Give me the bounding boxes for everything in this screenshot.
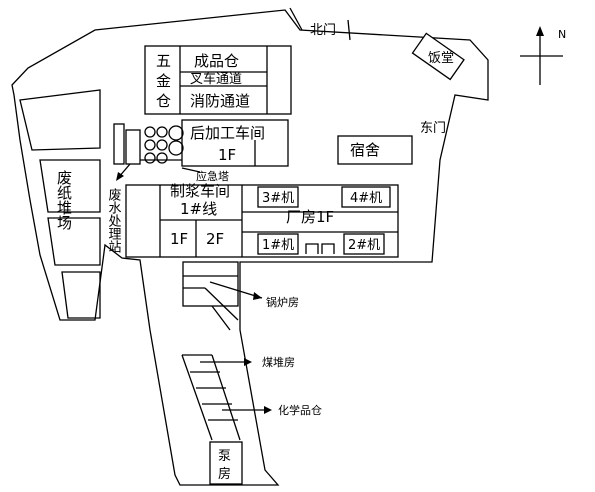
hardware-label-2: 金 bbox=[156, 72, 171, 90]
boiler-arrow bbox=[209, 281, 263, 299]
boiler-house bbox=[182, 261, 239, 331]
waste-paper-label: 废纸堆场 bbox=[55, 170, 73, 231]
machine-1-box bbox=[257, 233, 299, 255]
machine-4-label: 4#机 bbox=[350, 191, 382, 206]
east-gate-label: 东门 bbox=[420, 121, 446, 136]
wastewater-arrowhead bbox=[116, 172, 124, 181]
finished-goods-label: 成品仓 bbox=[194, 52, 239, 70]
canteen-label: 饭堂 bbox=[428, 51, 454, 66]
machine-2-box bbox=[343, 233, 385, 255]
boiler-label: 锅炉房 bbox=[266, 296, 299, 309]
hardware-label-3: 仓 bbox=[156, 92, 171, 110]
pump-label-1: 泵 bbox=[218, 449, 231, 464]
emergency-tower-label: 应急塔 bbox=[196, 169, 229, 183]
factory-label: 厂房1F bbox=[286, 208, 334, 226]
coal-label: 煤堆房 bbox=[262, 356, 295, 369]
compass-n-label: N bbox=[558, 28, 566, 41]
coal-ramp bbox=[181, 354, 241, 441]
floor-1-label: 1F bbox=[170, 230, 188, 248]
post-processing-label: 后加工车间 bbox=[190, 124, 265, 142]
canteen-building bbox=[411, 32, 465, 81]
machine-3-box bbox=[257, 186, 299, 208]
emergency-tower-icon bbox=[113, 123, 184, 165]
dormitory-building bbox=[337, 135, 413, 165]
chemical-arrowhead bbox=[264, 406, 272, 414]
coal-arrowhead bbox=[244, 358, 252, 366]
chemical-label: 化学品仓 bbox=[278, 403, 322, 417]
wastewater-label: 废水处理站 bbox=[106, 187, 122, 253]
post-processing-workshop bbox=[181, 119, 289, 167]
machine-4-box bbox=[341, 186, 391, 208]
hardware-label-1: 五 bbox=[156, 52, 171, 70]
dormitory-label: 宿舍 bbox=[350, 141, 380, 159]
compass-icon bbox=[520, 26, 563, 85]
north-gate-marker bbox=[289, 7, 351, 41]
pump-label-2: 房 bbox=[218, 466, 231, 482]
machine-2-label: 2#机 bbox=[348, 238, 380, 253]
floor-2-label: 2F bbox=[206, 230, 224, 248]
north-gate-label: 北门 bbox=[310, 23, 336, 38]
line-1-label: 1#线 bbox=[180, 200, 217, 218]
pulping-label: 制浆车间 bbox=[170, 182, 230, 200]
main-factory bbox=[125, 184, 399, 258]
emergency-tower-leader bbox=[181, 167, 201, 173]
pump-house bbox=[209, 441, 243, 485]
machine-1-label: 1#机 bbox=[262, 238, 294, 253]
waste-paper-yard bbox=[19, 89, 101, 319]
site-boundary bbox=[11, 9, 489, 486]
forklift-road-label: 叉车通道 bbox=[190, 71, 242, 87]
fire-road-label: 消防通道 bbox=[190, 92, 250, 110]
warehouse-block bbox=[144, 45, 292, 115]
machine-3-label: 3#机 bbox=[262, 191, 294, 206]
post-processing-floor-label: 1F bbox=[218, 146, 236, 164]
boiler-arrowhead bbox=[253, 292, 262, 300]
